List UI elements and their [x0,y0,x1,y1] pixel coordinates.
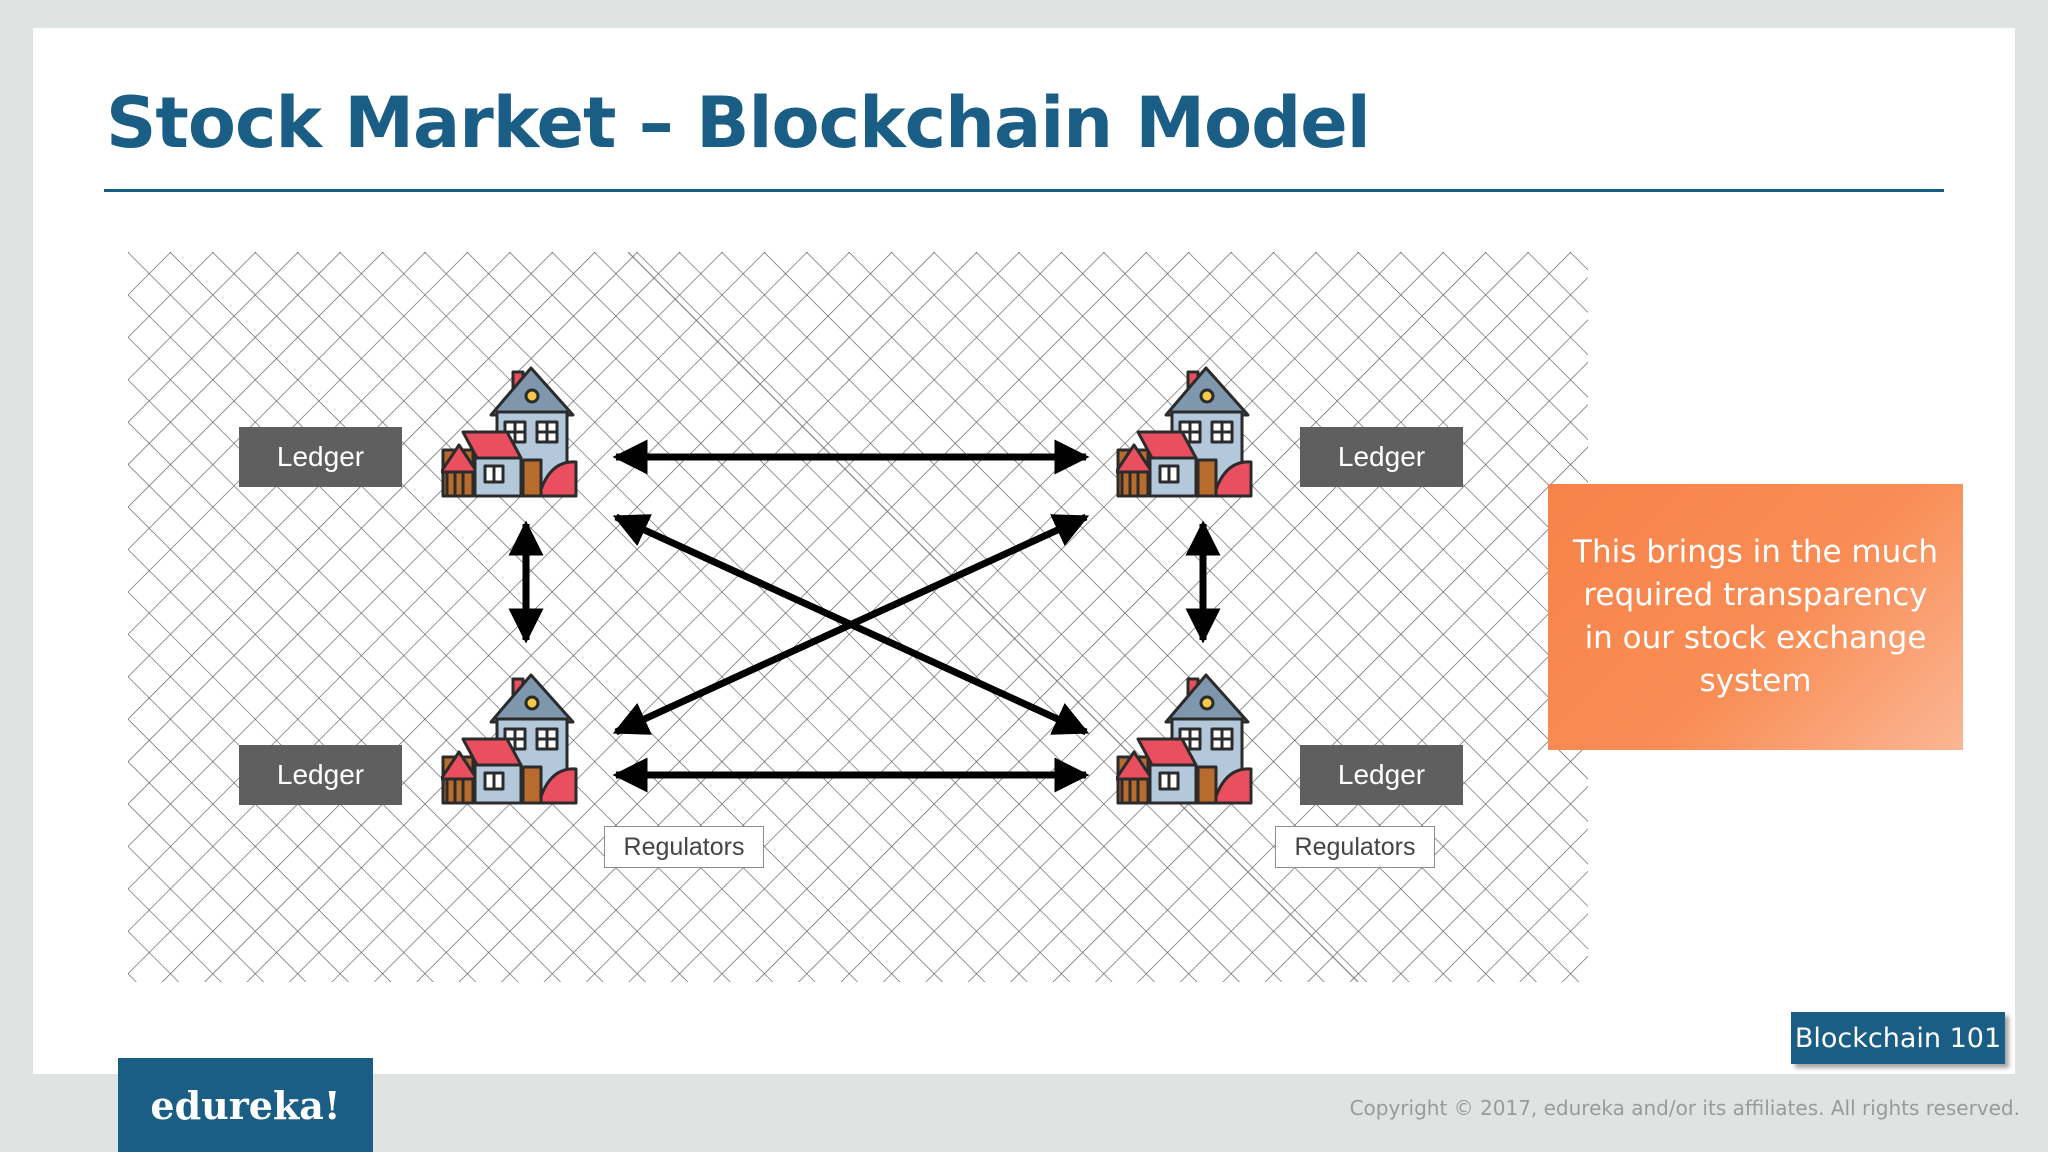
title-divider [104,189,1944,192]
regulators-label-bottom-left: Regulators [604,826,764,868]
house-icon [1116,366,1253,498]
callout-box: This brings in the much required transpa… [1548,484,1963,750]
crosshatch-background [128,252,1588,982]
callout-text: This brings in the much required transpa… [1573,534,1938,699]
slide-title: Stock Market – Blockchain Model [106,82,1371,164]
ledger-label-bottom-right: Ledger [1300,745,1463,805]
arrow-diagonal-up [612,513,1090,736]
ledger-label-top-right: Ledger [1300,427,1463,487]
house-icon [1116,673,1253,805]
ledger-label-bottom-left: Ledger [239,745,402,805]
edureka-logo: edureka! [118,1058,373,1152]
logo-text: edureka! [150,1082,341,1128]
ledger-label-top-left: Ledger [239,427,402,487]
blockchain-diagram: Ledger Ledger Ledger Ledger Regulators R… [128,252,1588,982]
copyright-notice: Copyright © 2017, edureka and/or its aff… [1349,1096,2020,1120]
diagram-canvas [128,252,1588,982]
house-icon [441,366,578,498]
regulators-label-bottom-right: Regulators [1275,826,1435,868]
house-icon [441,673,578,805]
course-badge: Blockchain 101 [1791,1012,2005,1064]
